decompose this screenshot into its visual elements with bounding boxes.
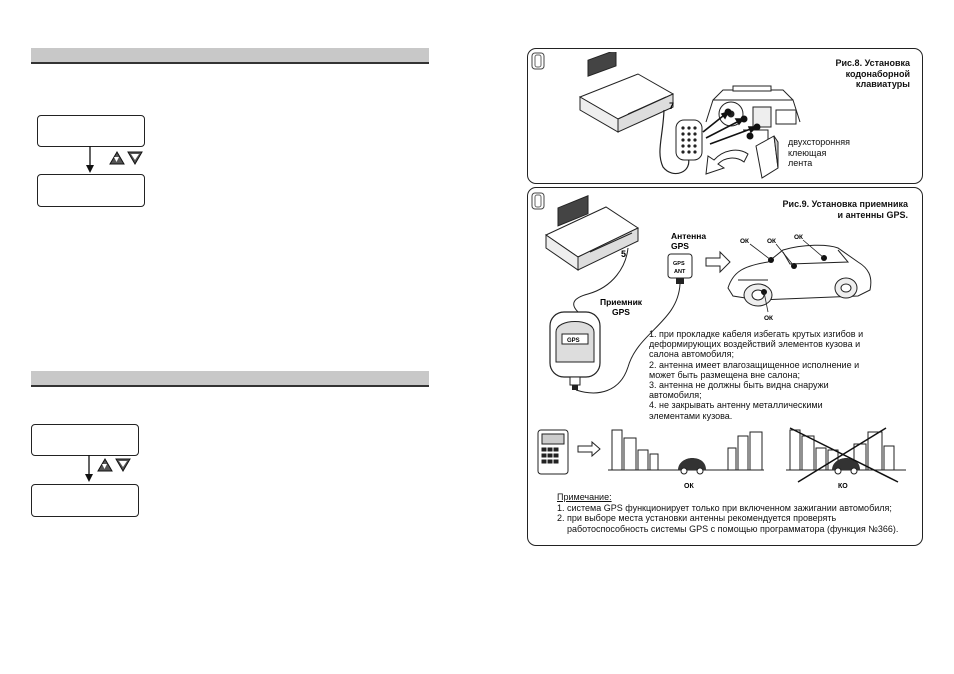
menu-box-bottom-2 — [31, 484, 139, 517]
buildings-ok-illustration — [608, 429, 764, 471]
up-down-triangles-icon — [97, 458, 131, 472]
remark-line-2: 2. при выборе места установки антенны ре… — [557, 513, 837, 523]
connector-7-label: 7 — [669, 101, 674, 111]
menu-box-bottom-1 — [37, 174, 145, 207]
figure-8-title: Рис.8. Установка кодонаборной клавиатуры — [835, 58, 910, 89]
car-small-icon — [678, 458, 706, 475]
tape-caption: двухсторонняя клеющая лента — [788, 137, 850, 168]
curved-arrow-icon — [705, 149, 749, 175]
alarm-unit-illustration — [544, 195, 640, 271]
antenna-label-line1: Антенна — [671, 231, 706, 241]
remark-title: Примечание: — [557, 492, 612, 502]
antenna-label-line2: GPS — [671, 241, 689, 251]
remark-line-1: 1. система GPS функционирует только при … — [557, 502, 892, 513]
down-arrow-icon — [85, 455, 93, 482]
ok-label-2: ОК — [767, 238, 776, 245]
keypad-cable — [659, 109, 690, 175]
ok-scene-label: ОК — [684, 483, 694, 490]
gps-receiver-illustration: GPS — [549, 311, 601, 390]
figure-9-title: Рис.9. Установка приемника и антенны GPS… — [782, 199, 908, 220]
receiver-label-line2: GPS — [612, 307, 630, 317]
section-header-bar-1 — [31, 48, 429, 64]
dashboard-illustration — [705, 85, 801, 147]
remark-block: Примечание: 1. система GPS функционирует… — [557, 492, 917, 534]
svg-text:GPS: GPS — [567, 338, 580, 344]
ok-label-4: ОК — [764, 315, 773, 322]
car-small-icon — [832, 458, 860, 475]
connector-5-label: 5 — [621, 249, 626, 259]
ko-scene-label: КО — [838, 483, 848, 490]
installation-notes: 1. при прокладке кабеля избегать крутых … — [649, 329, 864, 421]
figure-9-drawing: 5 Антенна GPS GPS ANT ОК ОК ОК ОК Приемн… — [537, 195, 906, 490]
antenna-cable — [575, 283, 681, 394]
ok-label-1: ОК — [740, 238, 749, 245]
ok-label-3: ОК — [794, 234, 803, 241]
receiver-cable — [573, 247, 629, 313]
ok-leader-lines — [749, 239, 825, 313]
up-down-triangles-icon — [109, 151, 143, 165]
menu-box-top-1 — [37, 115, 145, 147]
gps-tab-icon — [531, 192, 545, 210]
mount-point-dots — [724, 108, 761, 140]
down-arrow-icon — [86, 146, 94, 173]
figure-8-drawing: 7 — [578, 52, 801, 179]
programmer-device-illustration — [537, 429, 569, 475]
alarm-unit-illustration — [578, 52, 675, 133]
keypad-tab-icon — [531, 52, 545, 70]
keypad-illustration — [675, 119, 703, 161]
hollow-arrow-icon — [577, 440, 601, 458]
receiver-label-line1: Приемник — [600, 297, 643, 307]
car-illustration — [727, 244, 872, 307]
cross-out-icon — [789, 427, 899, 483]
adhesive-tape-illustration — [755, 135, 779, 179]
svg-text:GPS: GPS — [673, 261, 685, 267]
menu-box-top-2 — [31, 424, 139, 456]
gps-antenna-illustration: GPS ANT — [667, 253, 693, 284]
section-header-bar-2 — [31, 371, 429, 387]
hollow-arrow-icon — [705, 250, 731, 274]
svg-text:ANT: ANT — [674, 269, 686, 275]
remark-line-3: работоспособность системы GPS с помощью … — [567, 523, 899, 534]
